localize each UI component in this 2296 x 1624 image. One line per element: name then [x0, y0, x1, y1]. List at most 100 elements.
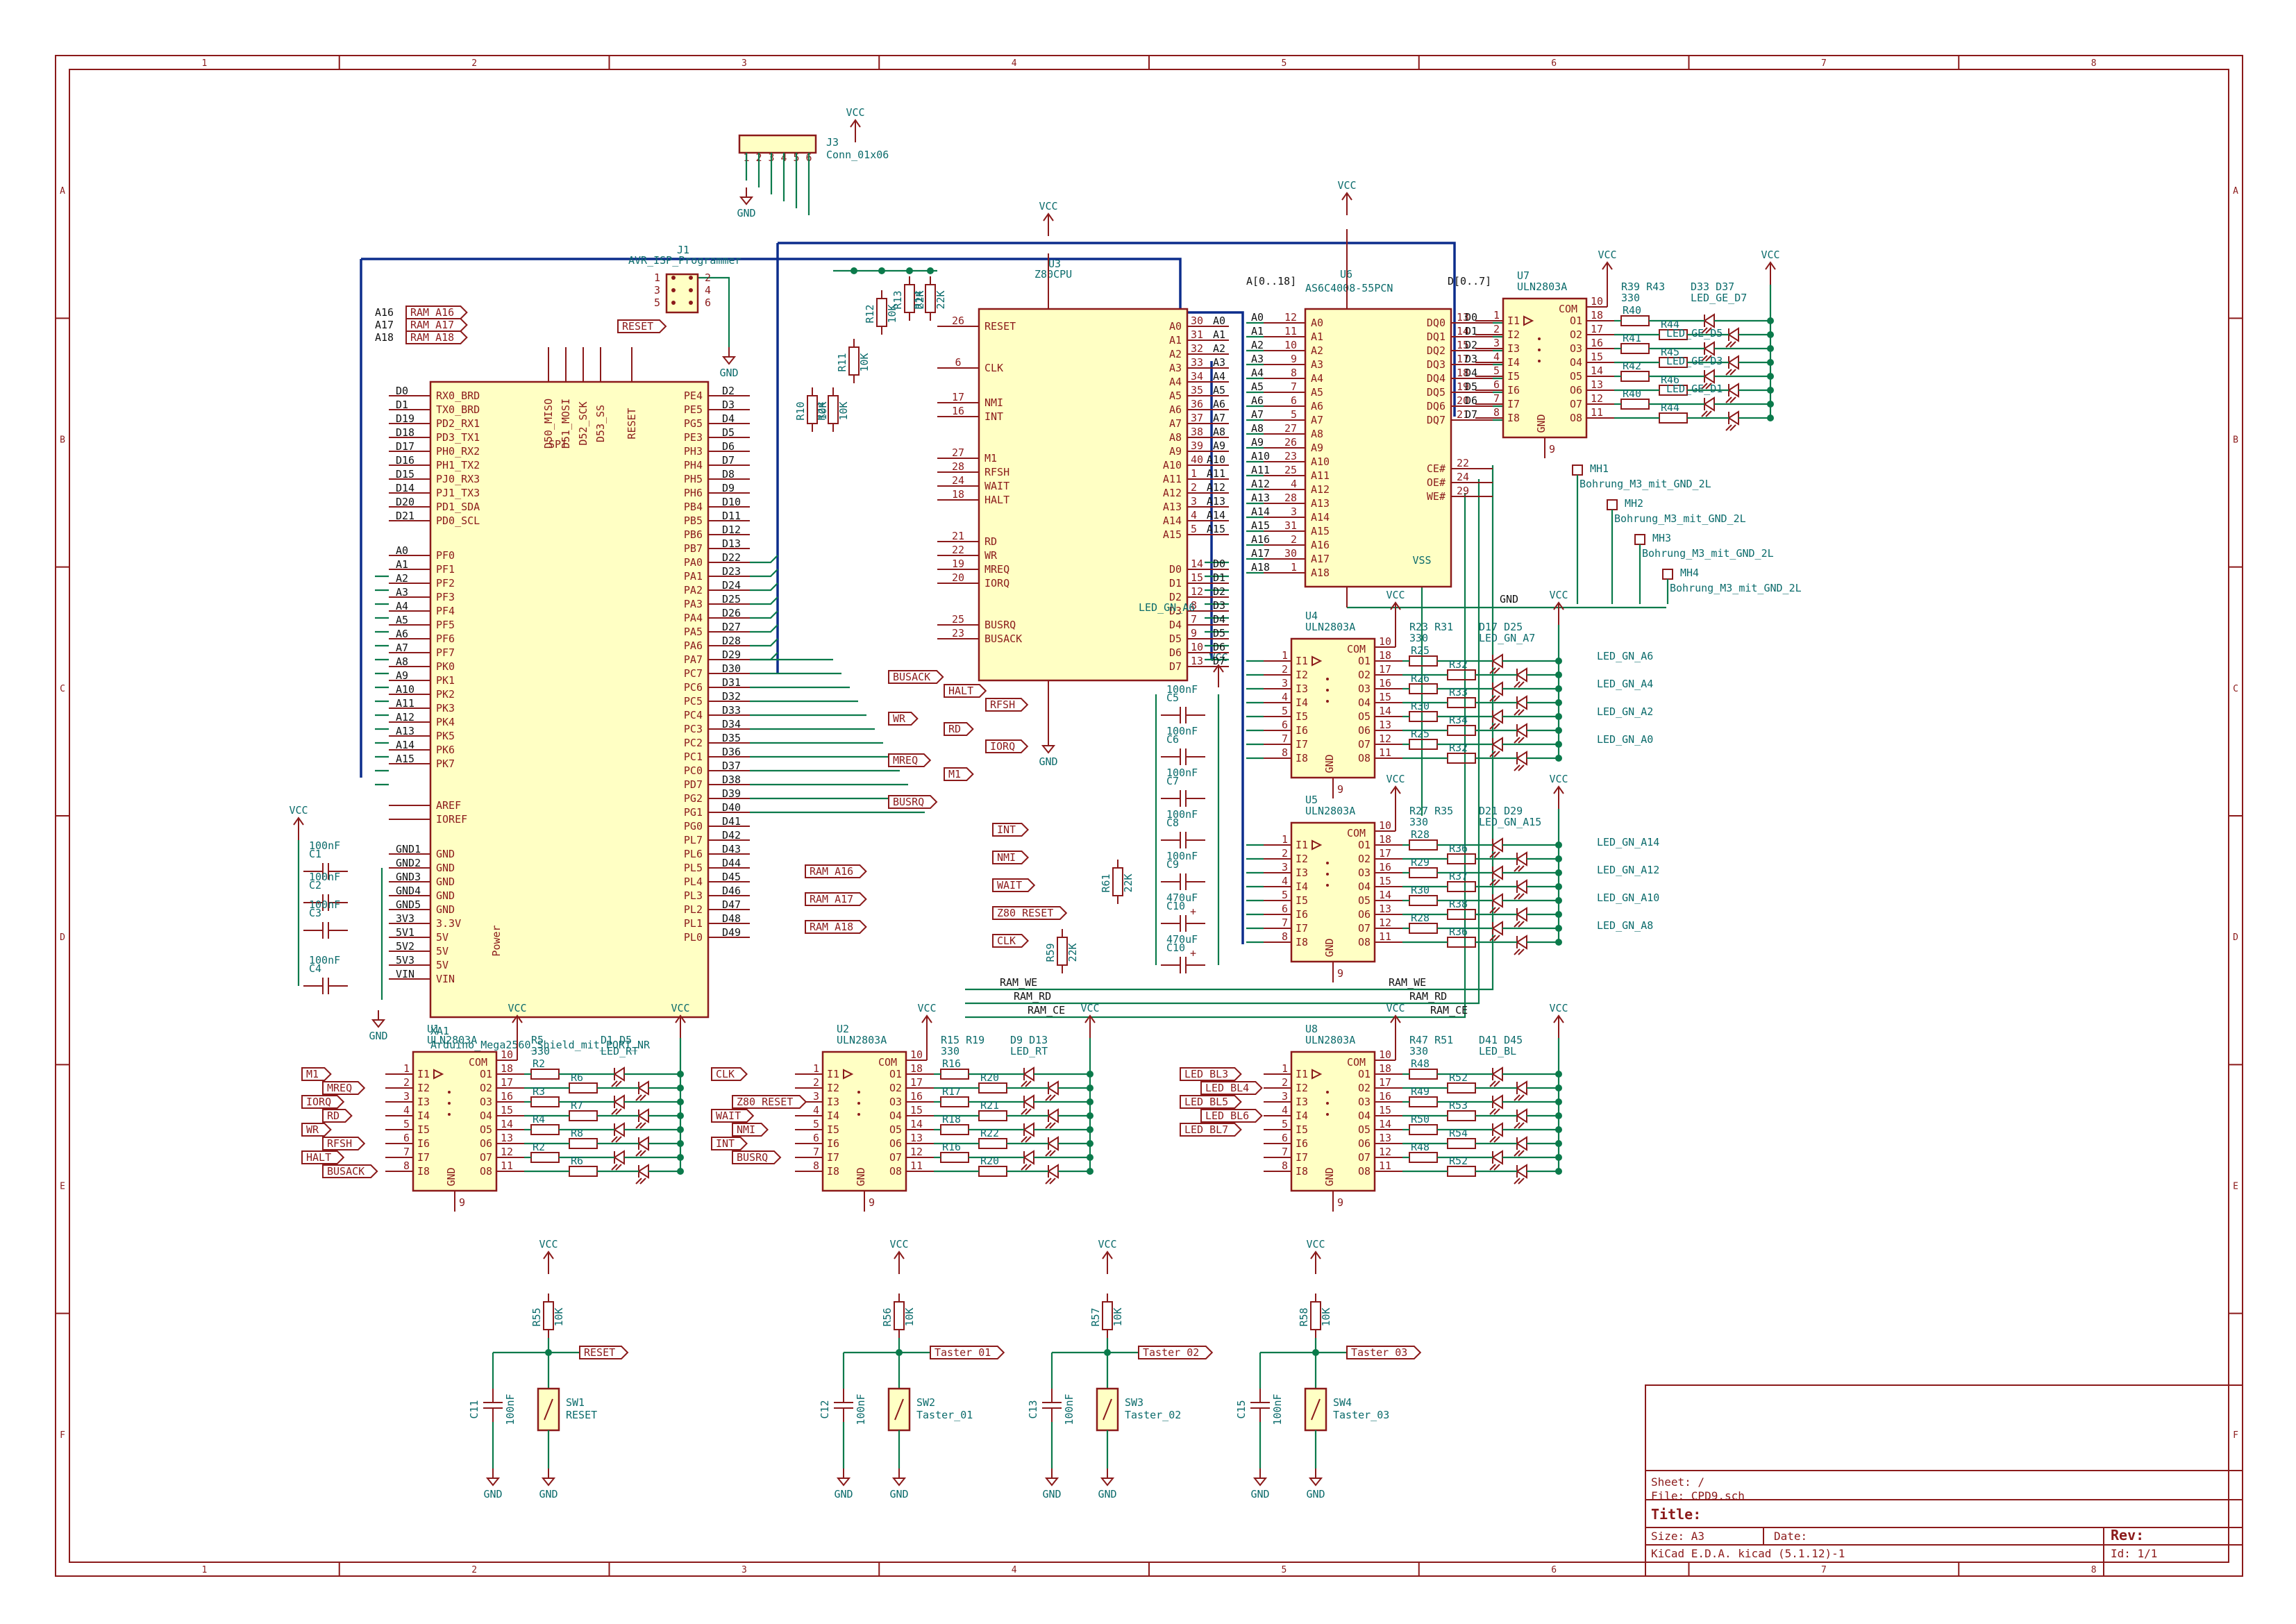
cpu-pin-net: A3 — [1213, 356, 1225, 369]
cpu-pin-name: WR — [984, 549, 998, 562]
led-group-led-ref: D21 D29 — [1479, 805, 1523, 817]
hier-label-shape — [1200, 1081, 1263, 1095]
uln-input-num: 8 — [1282, 1160, 1288, 1172]
uln-com: COM — [469, 1056, 487, 1069]
uln-input-name: I8 — [1296, 1165, 1308, 1178]
cpu-pin-num: 32 — [1191, 342, 1203, 355]
uln2803-u8[interactable]: U8ULN2803ACOMGNDI11I22I33I44I55I66I77I88… — [1180, 1002, 1568, 1212]
gnd-label: GND — [1306, 1488, 1325, 1500]
led-ray — [1514, 893, 1520, 900]
hier-label-text: RD — [327, 1110, 340, 1122]
arduino-top-pin-name: D53_SS — [594, 405, 607, 442]
ram-pin-net: A4 — [1251, 367, 1264, 379]
led-ray — [1489, 907, 1496, 914]
cpu-pin-num: 8 — [1191, 599, 1197, 612]
led-value-label: LED_GE_D1 — [1666, 383, 1723, 395]
uln-gnd-num: 9 — [1549, 443, 1555, 455]
uln2803-u5[interactable]: U5ULN2803ACOMGNDI11I22I33I44I55I66I77I88… — [1264, 773, 1568, 982]
hier-label-text: RAM_A16 — [410, 306, 454, 319]
vcc-label: VCC — [1386, 589, 1405, 601]
led-ray — [615, 1164, 622, 1171]
row-marker-right: A — [2233, 186, 2238, 196]
cap-value: 100nF — [309, 871, 340, 883]
ram-pin-net: D3 — [1465, 353, 1477, 365]
uln2803-u4[interactable]: U4ULN2803ACOMGNDI11I22I33I44I55I66I77I88… — [1264, 589, 1568, 798]
uln-output-name: O4 — [1358, 696, 1371, 709]
hier-label-shape — [992, 934, 1030, 948]
arduino-mega-symbol[interactable]: XA1Arduino_Mega2560_Shield_mit_PORT_NRSP… — [389, 347, 750, 1051]
arduino-right-pin-net: D23 — [722, 565, 741, 578]
uln-output-num: 12 — [1379, 733, 1391, 745]
led-ray — [1518, 948, 1525, 955]
uln-input-name: I2 — [1296, 1082, 1308, 1094]
uln2803-drivers[interactable]: U1ULN2803ACOMGNDI11I22I33I44I55I66I77I88… — [301, 249, 1780, 1212]
uln-input-name: I1 — [1296, 655, 1308, 667]
uln-output-name: O7 — [1570, 398, 1582, 410]
hier-label-text: NMI — [737, 1123, 755, 1136]
resistor-ref: R17 — [942, 1085, 961, 1098]
cpu-pin-net: A8 — [1213, 426, 1225, 438]
uln-output-name: O8 — [1358, 1165, 1371, 1178]
arduino-right-pin-net: D30 — [722, 662, 741, 675]
arduino-right-pin-name: PH5 — [684, 473, 703, 485]
cpu-pin-num: 19 — [952, 558, 964, 570]
uln2803-u1[interactable]: U1ULN2803ACOMGNDI11I22I33I44I55I66I77I88… — [301, 1002, 690, 1212]
led-ray — [1049, 1122, 1056, 1129]
cpu-pin-net: D6 — [1213, 641, 1225, 653]
hier-label: Taster_02 — [1138, 1346, 1214, 1359]
arduino-left-pin-name: 5V — [436, 931, 449, 944]
uln-input-num: 4 — [403, 1104, 410, 1116]
hier-label-text: LED_BL3 — [1184, 1068, 1228, 1080]
row-marker-right: F — [2233, 1430, 2238, 1441]
led[interactable] — [1725, 410, 1739, 431]
arduino-right-pin-name: PA2 — [684, 584, 703, 596]
resistor-value: 22K — [1066, 943, 1079, 962]
led-ray — [1489, 879, 1496, 886]
cap-value: 470uF — [1166, 933, 1198, 946]
hier-label-shape — [405, 318, 468, 332]
hier-label-text: Taster_03 — [1351, 1346, 1407, 1359]
led-ray — [1518, 764, 1525, 771]
arduino-right-pin-net: D7 — [722, 454, 735, 467]
uln2803-u2[interactable]: U2ULN2803ACOMGNDI11I22I33I44I55I66I77I88… — [711, 1002, 1100, 1212]
uln-output-name: O7 — [1358, 922, 1371, 935]
uln2803-u7[interactable]: U7ULN2803ACOMGNDI11I22I33I44I55I66I77I88… — [1475, 249, 1780, 458]
vcc-arrow — [1553, 601, 1564, 610]
